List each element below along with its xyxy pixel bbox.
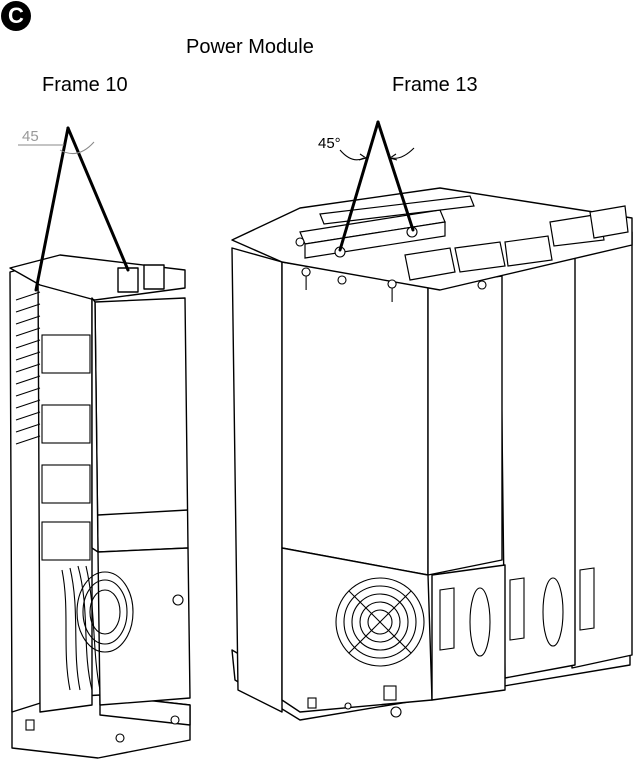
frame-13-fan-bracket xyxy=(431,564,506,701)
frame-13-module-rear xyxy=(569,231,633,669)
frame-13-side-wall xyxy=(231,247,283,713)
frame-10-fan xyxy=(61,565,134,691)
frame-13-fan xyxy=(335,577,425,667)
frame-13-lifting-sling xyxy=(338,120,415,252)
frame-10-label: Frame 10 xyxy=(42,74,128,96)
frame-10-lifting-sling xyxy=(34,126,130,292)
frame-10-cover-seam xyxy=(97,509,189,516)
frame-10-angle-marker xyxy=(18,141,95,155)
frame-10-vent-slots xyxy=(15,291,41,445)
figure-title: Power Module xyxy=(186,36,314,58)
frame-13-module-front xyxy=(281,261,429,576)
frame-13-label: Frame 13 xyxy=(392,74,478,96)
frame-13-holes xyxy=(295,226,487,718)
frame-10-panels xyxy=(41,334,91,561)
frame-13-module-middle xyxy=(499,244,576,679)
frame-13-rear-fans xyxy=(439,567,595,657)
frame-10-drawing xyxy=(9,254,191,759)
frame-10-top xyxy=(9,254,186,301)
panel-letter-badge: C xyxy=(1,1,31,31)
frame-10-lower-bracket xyxy=(97,547,191,706)
frame-10-angle-label: 45 xyxy=(22,128,39,145)
frame-13-keyholes xyxy=(301,267,397,302)
frame-13-angle-label: 45° xyxy=(318,135,341,152)
frame-10-lift-ear xyxy=(143,264,165,290)
frame-10-base-holes xyxy=(25,594,184,743)
frame-13-module-front-side xyxy=(427,275,503,576)
frame-10-lift-ear xyxy=(117,267,139,293)
frame-13-angle-marker xyxy=(339,147,415,161)
frame-13-fan-housing xyxy=(281,547,433,713)
